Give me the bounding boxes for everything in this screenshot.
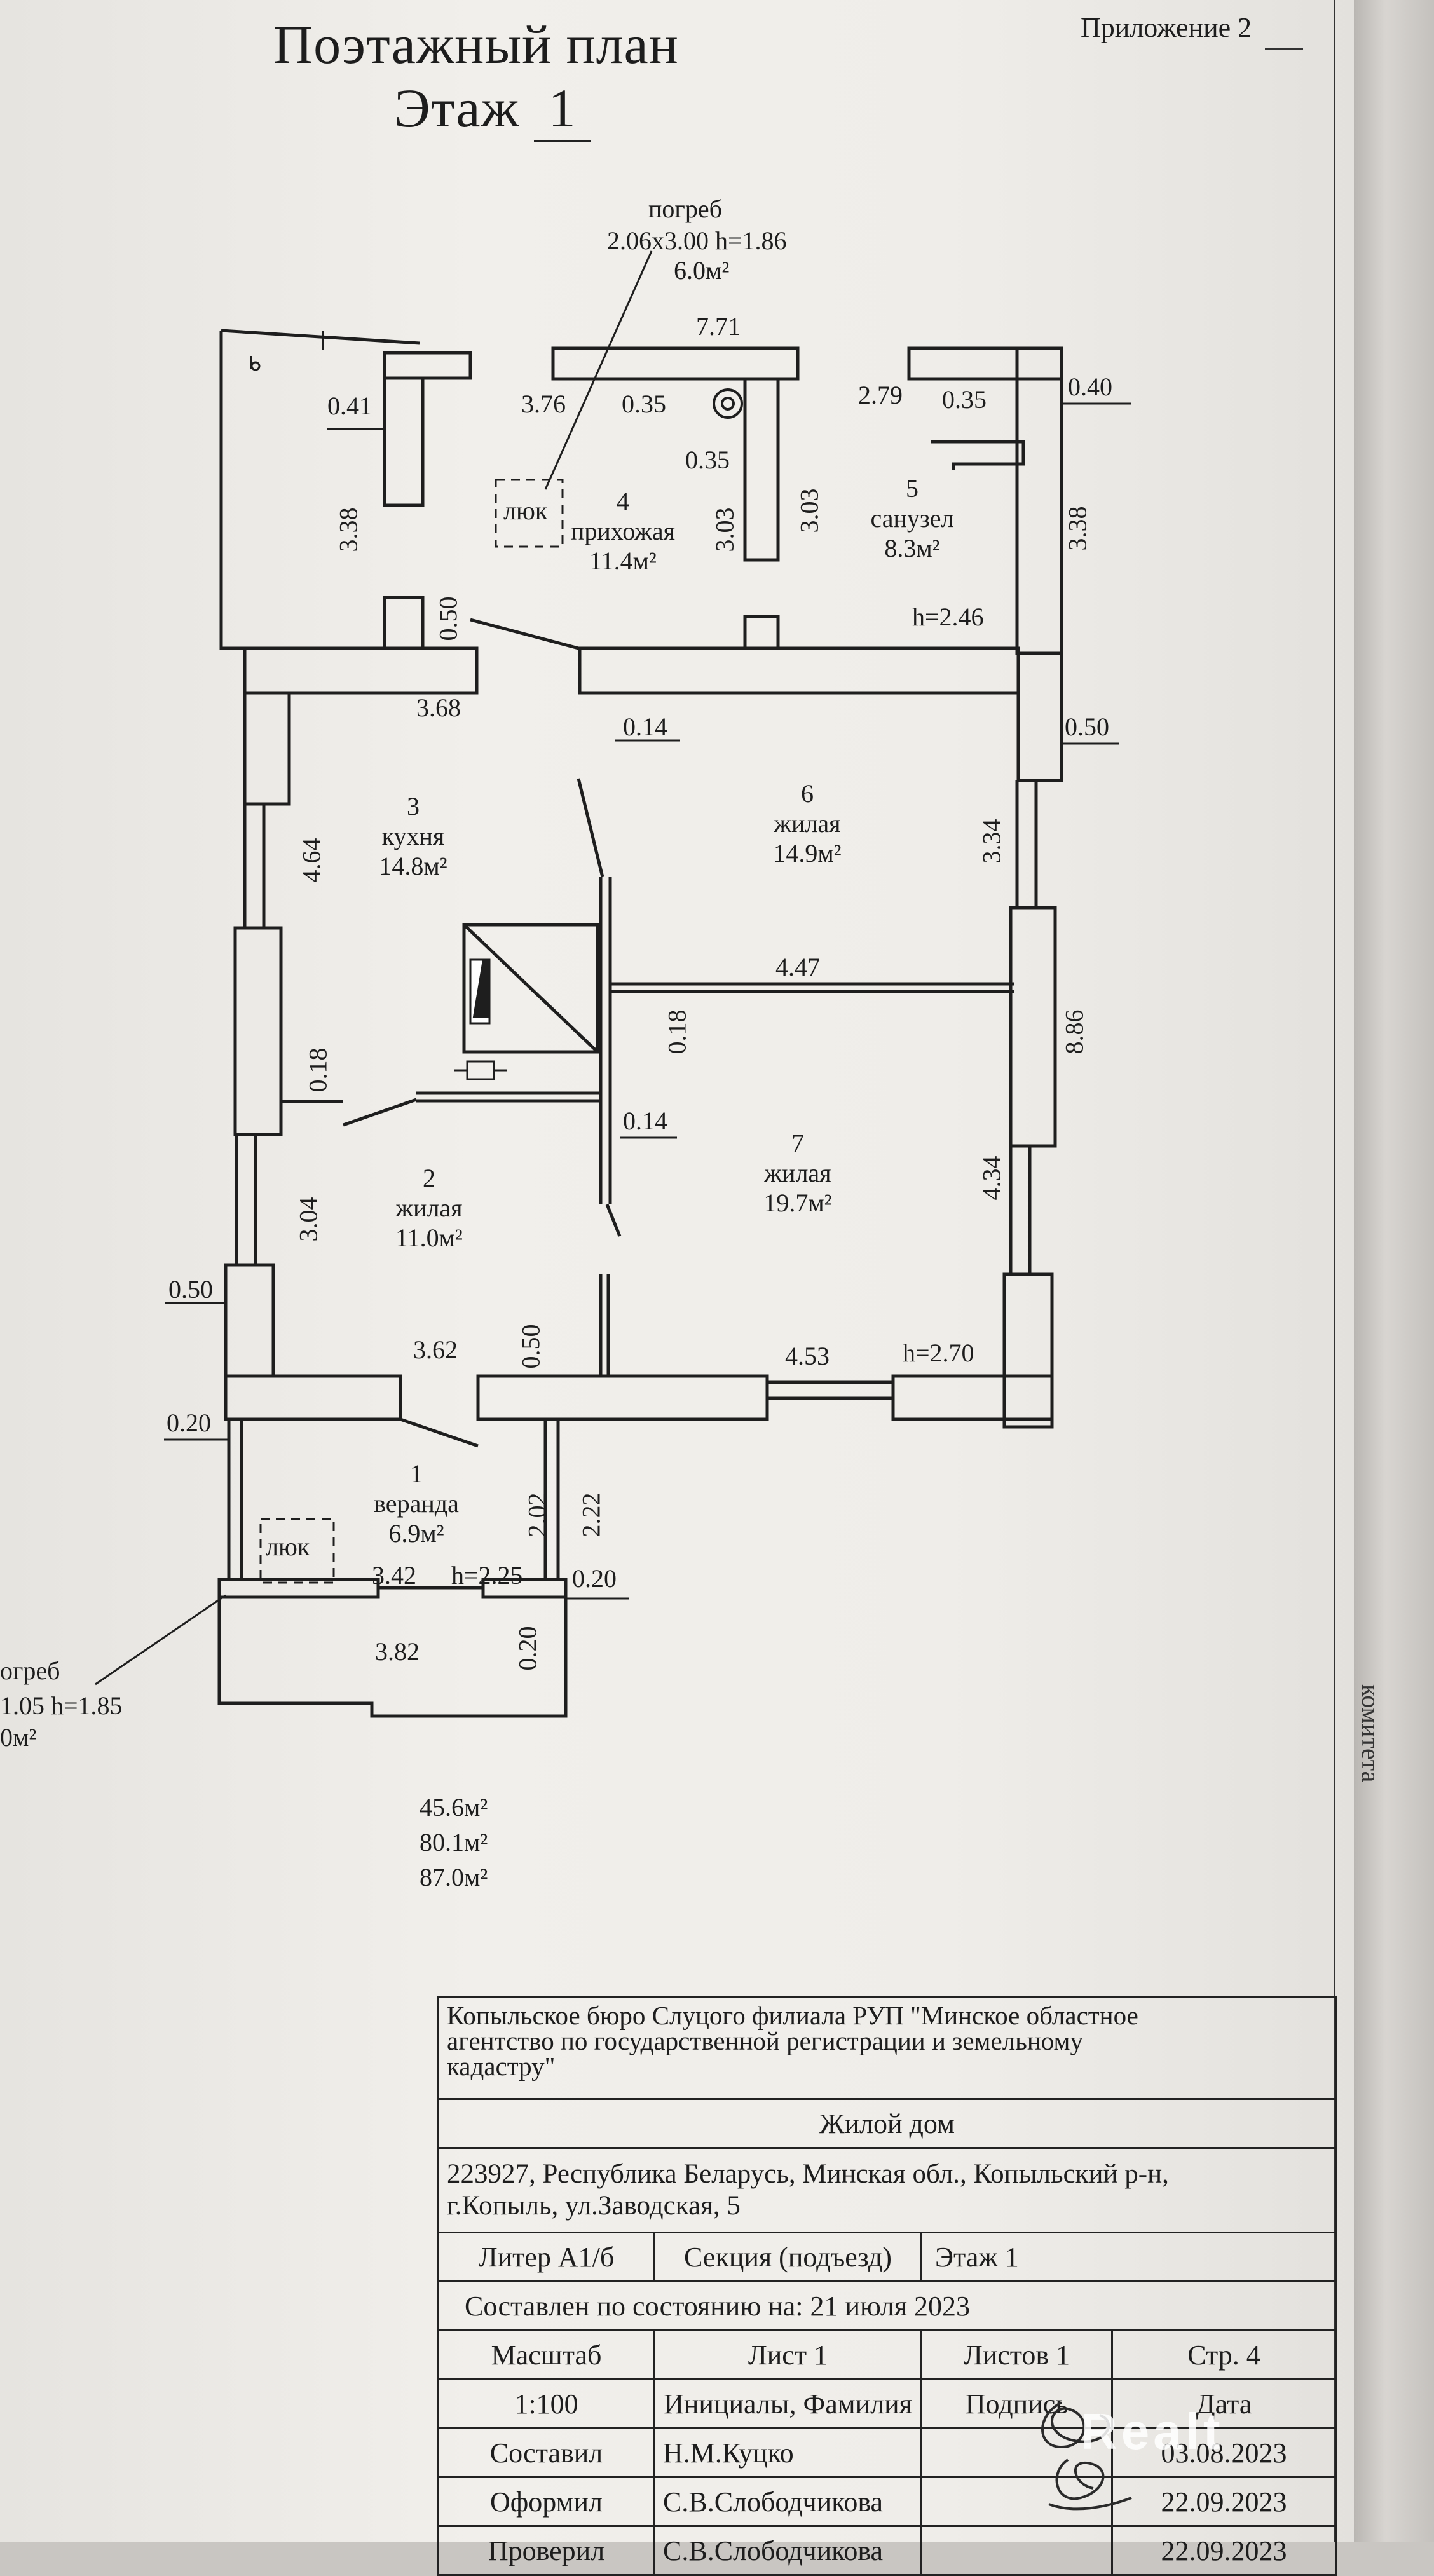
cellar-bottom-size: 1.05 h=1.85 [0,1691,123,1720]
dim-label: 0.35 [622,390,666,418]
dim-label: 3.04 [294,1197,323,1242]
dim-label: h=2.46 [912,603,984,631]
address: 223927, Республика Беларусь, Минская обл… [437,2147,1337,2233]
handwritten-signature [1041,2401,1132,2511]
scale-label: Масштаб [437,2329,655,2380]
watermark: Realt [1081,2403,1224,2460]
dim-label: 0.40 [1068,372,1112,401]
dim-label: 7.71 [696,312,741,341]
dim-label: 3.82 [375,1637,420,1666]
dim-label: 0.20 [513,1626,542,1671]
initials-label: Инициалы, Фамилия [653,2378,922,2429]
cellar-bottom-area: 0м² [0,1723,37,1752]
dim-label: 0.50 [1065,712,1109,741]
sign-date: 03.08.2023 [1110,2427,1337,2478]
role: Составил [437,2427,655,2478]
dim-label: 3.03 [710,507,739,552]
page-label: Стр. 4 [1110,2329,1337,2380]
floor-label: Этаж 1 [394,76,591,142]
page-title: Поэтажный план [273,14,679,75]
adjacent-sheet-text: комитета [1356,1684,1385,1783]
cellar-top-area: 6.0м² [674,256,730,285]
dim-label: 4.47 [775,953,820,981]
person-name: Н.М.Куцко [653,2427,922,2478]
hatch-label-veranda: люк [266,1532,310,1561]
dim-label: 0.20 [572,1564,617,1593]
cellar-bottom-label: огреб [0,1656,60,1685]
dim-label: 3.42 [372,1561,416,1590]
person-name: С.В.Слободчикова [653,2476,922,2527]
dim-label: 0.20 [167,1408,211,1437]
title-block: Копыльское бюро Слуцого филиала РУП "Мин… [437,1996,1337,2576]
dim-label: h=2.25 [451,1561,523,1590]
dim-label: 3.38 [334,507,363,552]
total-area-general: 80.1м² [420,1828,488,1857]
role: Проверил [437,2525,655,2576]
dim-label: 8.86 [1060,1009,1089,1054]
dim-label: 2.79 [858,381,903,409]
sheet-label: Лист 1 [653,2329,922,2380]
hatch-label-top: люк [503,496,548,525]
dim-label: 0.14 [623,712,667,741]
sign-date: 22.09.2023 [1110,2525,1337,2576]
adjacent-sheet [1354,0,1434,2542]
dim-label: 0.35 [942,385,987,414]
signature-cell [920,2525,1113,2576]
dim-label: 2.02 [522,1492,552,1537]
dim-label: 0.50 [516,1324,545,1369]
floor-plan-drawing [95,250,1131,1718]
litera: Литер А1/б [437,2232,655,2282]
scale-value: 1:100 [437,2378,655,2429]
dim-label: 4.64 [297,838,326,883]
cellar-top-size: 2.06x3.00 h=1.86 [607,226,787,255]
role: Оформил [437,2476,655,2527]
dim-label: 4.53 [785,1342,830,1370]
total-area-full: 87.0м² [420,1863,488,1891]
person-name: С.В.Слободчикова [653,2525,922,2576]
section: Секция (подъезд) [653,2232,922,2282]
cellar-top-label: погреб [648,194,722,223]
signature-cell [920,2427,1113,2478]
dim-label: 0.14 [623,1107,667,1135]
floor-number: 1 [533,76,591,142]
appendix-label: Приложение 2 [1081,12,1252,43]
total-area-living: 45.6м² [420,1793,488,1822]
signature-label: Подпись [920,2378,1113,2429]
dim-label: 3.62 [413,1335,458,1364]
dim-label: 0.18 [303,1047,332,1093]
dim-label: 3.76 [521,390,566,418]
dim-label: 0.50 [434,596,463,641]
appendix-underline [1265,48,1303,50]
dim-label: 3.68 [416,693,461,722]
sheets-label: Листов 1 [920,2329,1113,2380]
dim-label: 4.34 [977,1155,1006,1201]
frame-border [1334,0,1335,2542]
dim-label: 3.34 [977,819,1006,864]
signature-cell [920,2476,1113,2527]
dim-label: 2.22 [577,1492,606,1537]
sign-date: 22.09.2023 [1110,2476,1337,2527]
dim-label: 0.50 [168,1275,213,1304]
dim-label: 0.18 [662,1009,692,1054]
object-name: Жилой дом [437,2098,1337,2149]
state-date: Составлен по состоянию на: 21 июля 2023 [437,2280,1337,2331]
dim-label: 0.35 [685,446,730,474]
date-label: Дата [1110,2378,1337,2429]
dim-label: 3.38 [1063,506,1092,551]
floor: Этаж 1 [920,2232,1337,2282]
dim-label: h=2.70 [903,1339,974,1367]
dim-label: 3.03 [795,488,824,533]
org-name: Копыльское бюро Слуцого филиала РУП "Мин… [437,1996,1337,2100]
dim-label: 0.41 [327,392,372,420]
